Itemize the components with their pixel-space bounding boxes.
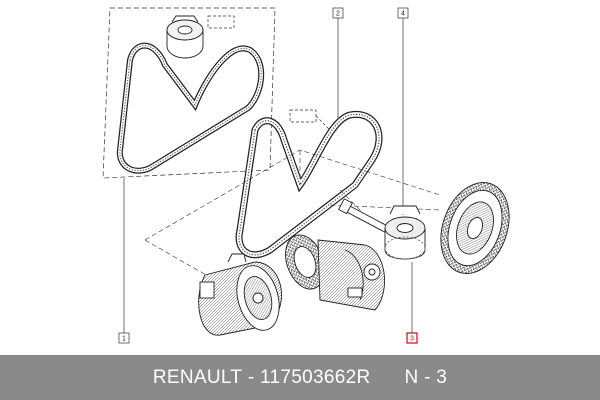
tensioner-pulley-top <box>166 15 204 59</box>
belt-drive-exploded-diagram: 1 2 4 3 <box>102 7 510 344</box>
ribbed-belt-detail <box>116 42 265 174</box>
ac-compressor <box>285 234 386 311</box>
svg-text:4: 4 <box>401 11 405 18</box>
alternator <box>198 253 282 336</box>
part-number-footer: RENAULT - 117503662R N - 3 <box>0 355 600 400</box>
dashed-label-box-top <box>207 15 235 29</box>
callout-2: 2 <box>332 7 344 19</box>
dashed-label-box-mid <box>289 109 317 123</box>
footer-note: N - 3 <box>404 366 448 388</box>
main-ribbed-belt <box>235 110 383 259</box>
callout-3-highlighted: 3 <box>406 332 418 344</box>
footer-dash: - <box>247 366 255 388</box>
svg-text:1: 1 <box>122 336 126 343</box>
svg-text:3: 3 <box>410 336 414 343</box>
brand-label: RENAULT <box>152 366 243 388</box>
svg-text:2: 2 <box>336 11 340 18</box>
callout-1: 1 <box>118 332 130 344</box>
callout-4: 4 <box>397 7 409 19</box>
crankshaft-pulley <box>440 182 510 274</box>
part-number: 117503662R <box>260 366 371 388</box>
idler-pulley <box>384 205 426 260</box>
